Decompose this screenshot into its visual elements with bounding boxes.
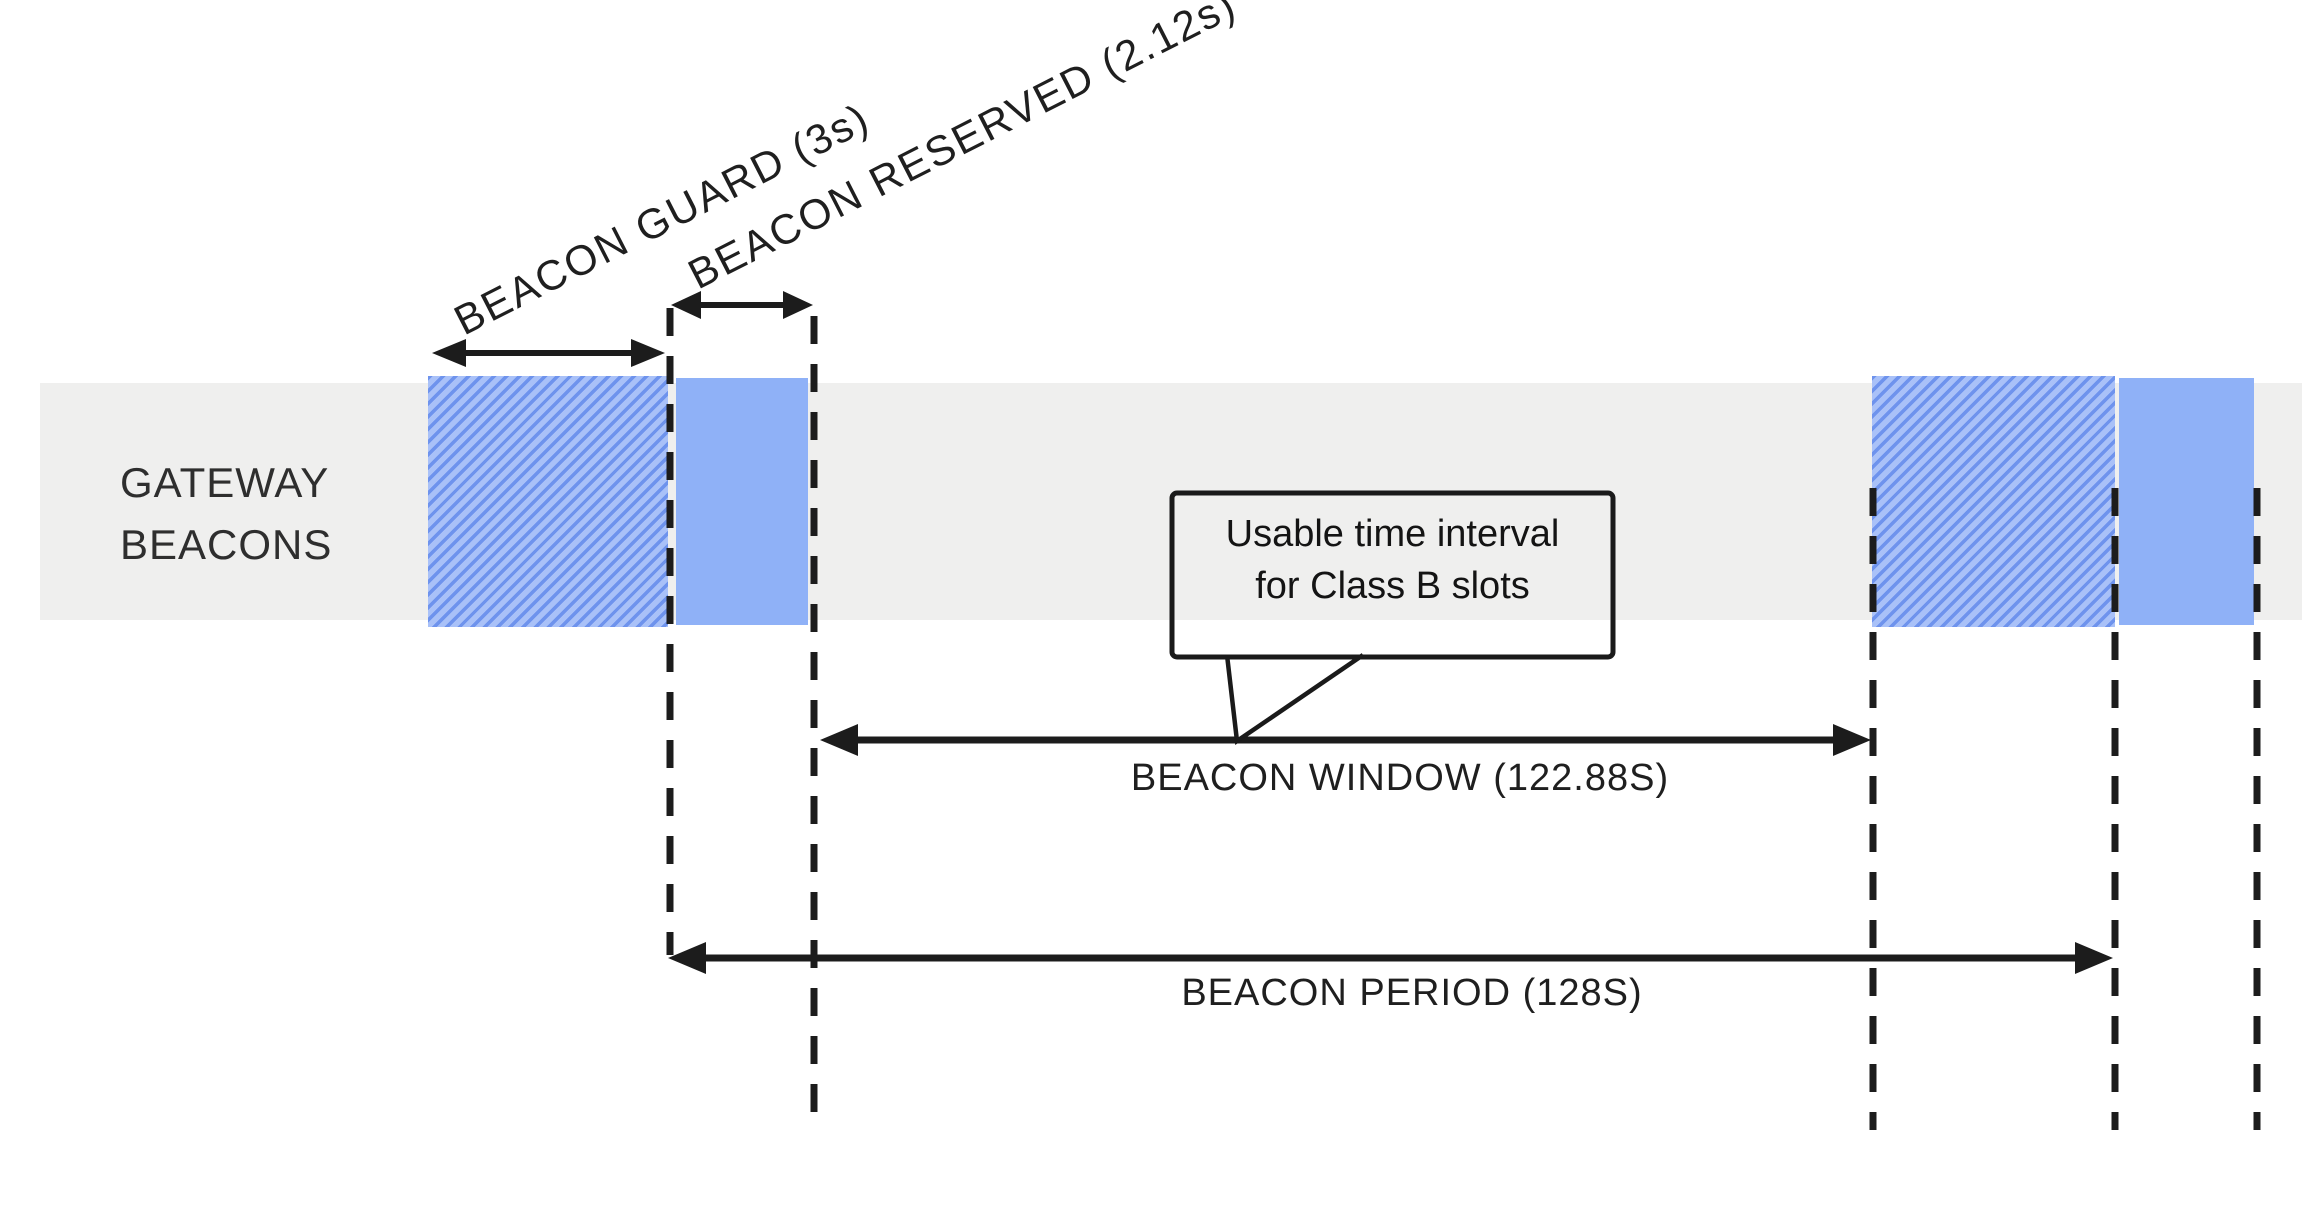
callout-text-line2: for Class B slots [1255,565,1530,607]
beacon-window-label: BEACON WINDOW (122.88S) [1130,757,1670,799]
lane-label-line2: BEACONS [120,521,333,568]
lane-label-line1: GATEWAY [120,459,330,506]
beacon-period-label: BEACON PERIOD (128S) [1181,972,1643,1014]
beacon-guard-block-2 [1872,376,2115,627]
lane-label-gateway-beacons: GATEWAY BEACONS [120,452,420,576]
beacon-guard-block-1 [428,376,668,627]
callout-tail [1227,655,1363,741]
beacon-reserved-arrow [671,291,813,319]
beacon-reserved-block-1 [676,378,808,625]
beacon-reserved-block-2 [2119,378,2254,625]
beacon-window-arrow [820,724,1871,756]
callout-text-line1: Usable time interval [1225,513,1560,555]
callout-text: Usable time interval for Class B slots [1172,508,1613,612]
beacon-period-arrow [668,942,2113,974]
